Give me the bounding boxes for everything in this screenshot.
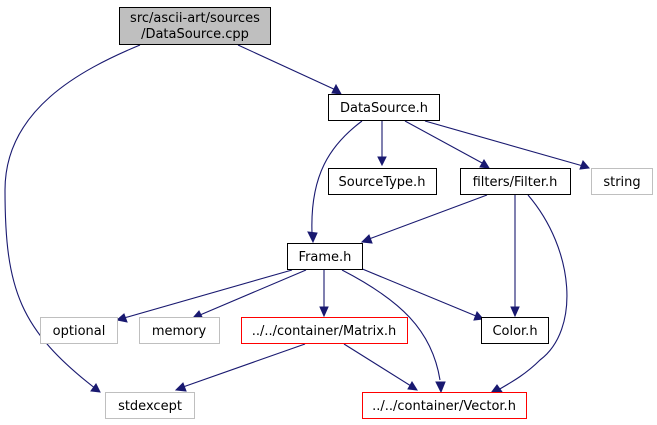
node-frame-h[interactable]: Frame.h xyxy=(287,243,363,270)
edge-datasource-h-to-sourcetype-h xyxy=(377,121,387,167)
dependency-nodes: src/ascii-art/sources /DataSource.cpp Da… xyxy=(40,7,653,419)
node-string: string xyxy=(591,168,653,195)
node-datasource-cpp: src/ascii-art/sources /DataSource.cpp xyxy=(119,7,271,45)
node-stdexcept: stdexcept xyxy=(105,392,195,419)
node-filter-h[interactable]: filters/Filter.h xyxy=(460,168,571,195)
node-color-h-label: Color.h xyxy=(492,324,537,339)
edge-datasource-h-to-string xyxy=(424,120,590,170)
node-memory-label: memory xyxy=(152,324,207,339)
node-sourcetype-h[interactable]: SourceType.h xyxy=(328,168,437,195)
node-matrix-h-label: ../../container/Matrix.h xyxy=(252,324,397,339)
edge-datasource-h-to-filter-h xyxy=(404,120,490,169)
edge-frame-h-to-color-h xyxy=(359,267,484,321)
edge-frame-h-to-memory xyxy=(191,269,307,320)
edge-matrix-h-to-stdexcept xyxy=(174,343,306,392)
edge-filter-h-to-color-h xyxy=(510,195,520,318)
node-matrix-h[interactable]: ../../container/Matrix.h xyxy=(241,317,408,344)
node-datasource-cpp-label-line1: src/ascii-art/sources xyxy=(130,11,260,26)
edge-datasource-h-to-frame-h xyxy=(307,120,363,244)
edge-frame-h-to-optional xyxy=(115,269,293,323)
node-string-label: string xyxy=(603,175,640,190)
dependency-edges xyxy=(4,44,590,394)
edge-frame-h-to-vector-h xyxy=(341,269,446,394)
edge-matrix-h-to-vector-h xyxy=(343,343,418,391)
node-filter-h-label: filters/Filter.h xyxy=(473,175,558,190)
edge-datasource-cpp-to-datasource-h xyxy=(237,44,342,95)
edge-frame-h-to-matrix-h xyxy=(319,270,329,318)
node-vector-h[interactable]: ../../container/Vector.h xyxy=(362,392,527,419)
node-datasource-h[interactable]: DataSource.h xyxy=(328,94,440,121)
edge-filter-h-to-vector-h xyxy=(489,194,568,394)
node-optional-label: optional xyxy=(53,324,106,339)
node-optional: optional xyxy=(40,317,118,344)
edge-filter-h-to-frame-h xyxy=(360,194,488,244)
node-memory: memory xyxy=(139,317,220,344)
node-datasource-h-label: DataSource.h xyxy=(340,101,428,116)
node-stdexcept-label: stdexcept xyxy=(118,399,182,414)
node-sourcetype-h-label: SourceType.h xyxy=(339,175,426,190)
node-frame-h-label: Frame.h xyxy=(299,250,352,265)
node-datasource-cpp-label-line2: /DataSource.cpp xyxy=(141,27,249,42)
node-vector-h-label: ../../container/Vector.h xyxy=(372,399,516,414)
node-color-h[interactable]: Color.h xyxy=(481,317,549,344)
